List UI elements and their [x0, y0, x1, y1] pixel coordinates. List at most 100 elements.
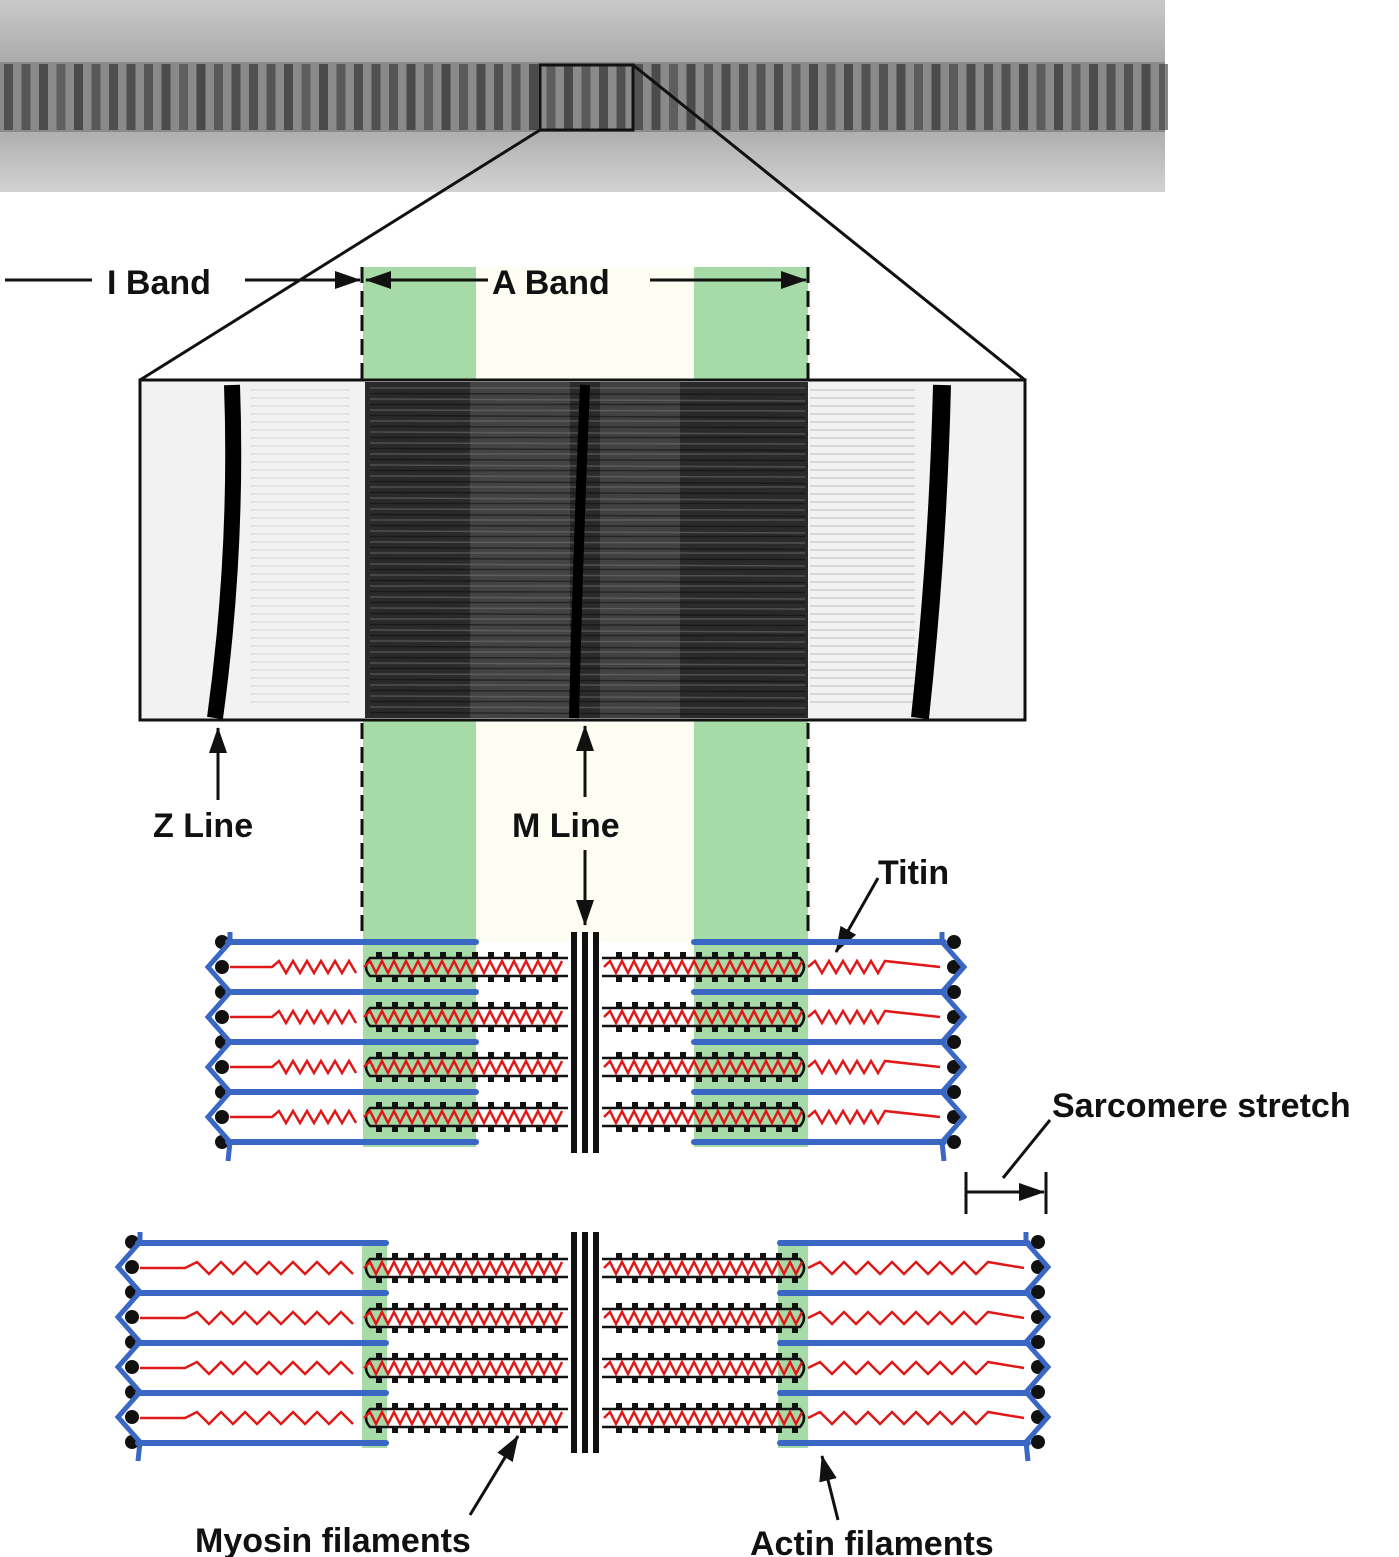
myosin-head [376, 1427, 382, 1433]
zoom-region-box [538, 63, 635, 132]
myosin-head [744, 1277, 750, 1283]
myosin-head [392, 1126, 398, 1132]
myosin-head [744, 1353, 750, 1359]
myosin-head [792, 1102, 798, 1108]
z-disc-dot [947, 1110, 961, 1124]
myosin-head [760, 976, 766, 982]
m-line-bar [571, 932, 577, 1153]
myosin-head [760, 1002, 766, 1008]
titin-spring [807, 1008, 941, 1026]
myosin-head [712, 976, 718, 982]
myosin-head [520, 1377, 526, 1383]
z-disc-dot [1031, 1385, 1045, 1399]
myosin-head [376, 1253, 382, 1259]
myosin-head [536, 1102, 542, 1108]
myosin-head [664, 952, 670, 958]
z-disc-dot [947, 1085, 961, 1099]
myosin-head [504, 976, 510, 982]
myosin-head [632, 1303, 638, 1309]
myosin-head [440, 1002, 446, 1008]
myosin-head [648, 1002, 654, 1008]
myosin-head [664, 1253, 670, 1259]
myosin-head [632, 1327, 638, 1333]
titin-core [363, 1058, 564, 1076]
myosin-head [536, 1002, 542, 1008]
myosin-head [536, 1353, 542, 1359]
myosin-head [536, 1052, 542, 1058]
myosin-head [440, 1076, 446, 1082]
myosin-head [776, 1377, 782, 1383]
myosin-head [648, 1076, 654, 1082]
myosin-head [456, 952, 462, 958]
myosin-head [488, 1002, 494, 1008]
myosin-head [408, 1303, 414, 1309]
myosin-head [520, 1277, 526, 1283]
myosin-head [440, 952, 446, 958]
myosin-head [488, 1052, 494, 1058]
myosin-head [536, 1403, 542, 1409]
myosin-head [440, 1427, 446, 1433]
myosin-head [424, 1052, 430, 1058]
myosin-head [760, 1277, 766, 1283]
myosin-head [712, 1076, 718, 1082]
myosin-head [520, 1303, 526, 1309]
myosin-head [760, 1303, 766, 1309]
myosin-head [728, 1377, 734, 1383]
myosin-head [504, 1076, 510, 1082]
myosin-head [472, 1377, 478, 1383]
a-band-label: A Band [492, 264, 610, 302]
myosin-head [456, 1126, 462, 1132]
myosin-head [504, 1126, 510, 1132]
myosin-head [664, 1303, 670, 1309]
myosin-head [648, 1026, 654, 1032]
myosin-head [536, 1076, 542, 1082]
myosin-head [648, 1403, 654, 1409]
myosin-head [728, 1327, 734, 1333]
myosin-head [792, 1303, 798, 1309]
myosin-head [440, 1052, 446, 1058]
stretch-bracket [964, 1172, 1048, 1214]
myosin-head [632, 976, 638, 982]
myosin-head [712, 1353, 718, 1359]
z-disc-dot [215, 960, 229, 974]
titin-spring [807, 1058, 941, 1076]
m-line-bar [593, 1232, 599, 1453]
myosin-head [728, 1253, 734, 1259]
titin-spring [230, 958, 358, 976]
myosin-head [648, 1253, 654, 1259]
myosin-head [408, 976, 414, 982]
myosin-head [728, 1277, 734, 1283]
sarcomere-stretched [114, 1232, 1052, 1462]
myosin-head [392, 1102, 398, 1108]
myosin-head [712, 1427, 718, 1433]
myosin-head [552, 1403, 558, 1409]
myosin-head [760, 952, 766, 958]
z-disc-dot [947, 1035, 961, 1049]
myosin-head [792, 1026, 798, 1032]
myosin-head [760, 1052, 766, 1058]
myosin-head [424, 1327, 430, 1333]
myosin-filaments-label: Myosin filaments [195, 1522, 471, 1557]
myosin-head [712, 1303, 718, 1309]
myosin-head [696, 1052, 702, 1058]
myosin-head [744, 1327, 750, 1333]
myosin-head [472, 1303, 478, 1309]
sarcomere-relaxed [204, 932, 968, 1162]
myosin-head [536, 1126, 542, 1132]
myosin-head [776, 1327, 782, 1333]
myosin-head [552, 976, 558, 982]
myosin-head [776, 1353, 782, 1359]
myosin-head [552, 1002, 558, 1008]
titin-core [603, 1309, 804, 1327]
myosin-head [616, 1002, 622, 1008]
myosin-head [664, 1427, 670, 1433]
myosin-head [712, 1126, 718, 1132]
myosin-head [552, 1277, 558, 1283]
myosin-head [632, 1403, 638, 1409]
myosin-head [376, 1052, 382, 1058]
myosin-head [520, 1102, 526, 1108]
i-band-label: I Band [107, 264, 211, 302]
myosin-head [408, 1076, 414, 1082]
myosin-head [376, 1327, 382, 1333]
myosin-head [664, 1353, 670, 1359]
